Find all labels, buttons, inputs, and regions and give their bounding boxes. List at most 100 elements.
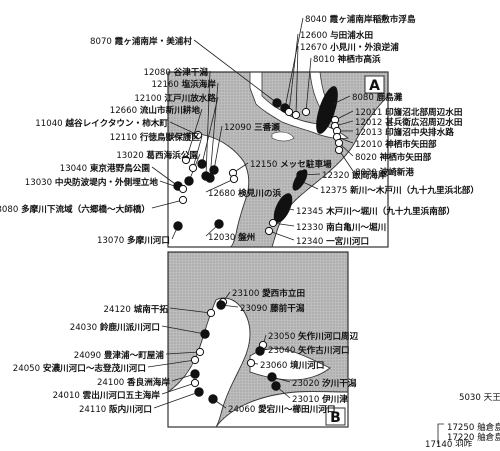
marker-12320 xyxy=(296,170,306,180)
marker-23040 xyxy=(255,346,265,356)
leader-24110 xyxy=(153,391,200,409)
area-8080-kashima xyxy=(316,86,338,134)
marker-24120 xyxy=(206,308,216,318)
label-23060: 23060 境川河口 xyxy=(260,359,324,371)
label-13080: 13080 多摩川下流域（六郷橋〜大師橋） xyxy=(0,203,150,215)
marker-23020 xyxy=(267,372,277,382)
label-12010: 12010 神栖市矢田部 xyxy=(355,138,437,150)
label-24010: 24010 雲出川河口五主海岸 xyxy=(53,389,161,401)
leader-24120 xyxy=(169,307,212,314)
panel-a-frame xyxy=(167,71,389,248)
label-24120: 24120 城南干拓 xyxy=(104,303,169,315)
label-11040: 11040 越谷レイクタウン・柿木町 xyxy=(35,117,168,129)
leader-8040 xyxy=(284,17,304,109)
label-12320: 12320 飯岡海岸 xyxy=(322,169,387,181)
marker-12100 xyxy=(197,159,207,169)
leader-12340 xyxy=(268,230,295,241)
marker-12090 xyxy=(209,165,219,175)
leader-13080 xyxy=(151,199,184,209)
marker-24090 xyxy=(195,347,205,357)
label-24110: 24110 阪内川河口 xyxy=(79,403,152,415)
leader-8070 xyxy=(193,39,278,104)
marker-12680 xyxy=(229,174,239,184)
marker-8070 xyxy=(272,98,282,108)
outside-label-5030: 5030 天王 xyxy=(459,392,500,403)
marker-24110 xyxy=(194,387,204,397)
label-8020: 8020 神栖市矢田部 xyxy=(355,151,432,163)
label-23090: 23090 藤前干潟 xyxy=(240,302,305,314)
leader-12110 xyxy=(192,135,203,169)
marker-12670 xyxy=(291,110,301,120)
marker-12330 xyxy=(268,218,278,228)
leader-11040 xyxy=(169,121,199,136)
label-12160: 12160 塩浜海岸 xyxy=(152,78,217,90)
label-24030: 24030 鈴鹿川派川河口 xyxy=(70,321,160,333)
pacific-ocean-b xyxy=(215,391,349,428)
marker-12160 xyxy=(205,173,215,183)
leader-12680 xyxy=(205,178,235,193)
leader-12345 xyxy=(288,208,295,211)
label-12680: 12680 検見川の浜 xyxy=(208,187,281,199)
marker-8020 xyxy=(334,138,344,148)
label-23020: 23020 汐川干潟 xyxy=(292,377,357,389)
marker-8010 xyxy=(301,107,311,117)
marker-13020 xyxy=(184,176,194,186)
leader-8080 xyxy=(332,95,351,105)
label-12110: 12110 行徳鳥獣保護区 xyxy=(110,131,201,143)
label-13020: 13020 葛西海浜公園 xyxy=(116,149,198,161)
outside-bracket xyxy=(437,423,444,444)
outside-label-17250: 17250 舳倉島 xyxy=(447,421,500,433)
site-markers xyxy=(173,98,344,404)
label-8010: 8010 神栖市高浜 xyxy=(313,53,381,65)
leader-24010 xyxy=(161,382,196,395)
leader-12670 xyxy=(295,45,299,116)
marker-13070 xyxy=(173,221,183,231)
marker-12340 xyxy=(264,226,274,236)
leader-12090 xyxy=(213,125,223,171)
label-13030: 13030 中央防波堤内・外側埋立地 xyxy=(25,176,159,188)
label-12670: 12670 小見川・外浪逆浦 xyxy=(300,41,399,53)
label-8040: 8040 霞ヶ浦南岸稲敷市浮島 xyxy=(305,13,416,25)
label-12011: 12011 印旛沼北部周辺水田 xyxy=(355,106,462,118)
label-12013: 12013 印旛沼中央排水路 xyxy=(355,126,454,138)
marker-12660 xyxy=(181,155,191,165)
marker-24050 xyxy=(190,355,200,365)
label-24050: 24050 安濃川河口〜志登茂川河口 xyxy=(13,362,146,374)
label-8080: 8080 鹿島灘 xyxy=(352,91,403,103)
marker-24030 xyxy=(200,329,210,339)
marker-13030 xyxy=(178,184,188,194)
label-12340: 12340 一宮川河口 xyxy=(296,235,369,247)
label-12012: 12012 甚兵衛広沼周辺水田 xyxy=(355,116,462,128)
leader-12100 xyxy=(201,96,219,165)
marker-12110 xyxy=(188,163,198,173)
label-24090: 24090 豊津浦〜町屋浦 xyxy=(74,349,165,361)
label-24100: 24100 香良洲海岸 xyxy=(97,376,170,388)
marker-24060 xyxy=(208,394,218,404)
area-12345 xyxy=(273,193,293,223)
marker-12600 xyxy=(284,107,294,117)
marker-23010 xyxy=(271,381,281,391)
leader-8010 xyxy=(305,57,312,113)
leader-12375 xyxy=(302,181,319,190)
panel-a-letter: A xyxy=(369,78,380,94)
marker-23090 xyxy=(216,300,226,310)
label-12150: 12150 メッセ駐車場 xyxy=(250,158,332,170)
label-12345: 12345 木戸川〜堀川（九十九里浜南部） xyxy=(296,205,455,217)
leader-12160 xyxy=(209,82,219,179)
label-13040: 13040 東京港野鳥公園 xyxy=(60,162,151,174)
leader-8030 xyxy=(338,149,354,172)
label-8070: 8070 霞ヶ浦南岸・美浦村 xyxy=(90,35,192,47)
leader-12600 xyxy=(288,33,299,113)
marker-8030 xyxy=(334,145,344,155)
label-12600: 12600 与田浦水田 xyxy=(300,29,373,41)
leader-24090 xyxy=(165,351,201,355)
leader-12080 xyxy=(205,70,211,177)
marker-24010 xyxy=(190,378,200,388)
label-12100: 12100 江戸川放水路 xyxy=(134,92,216,104)
marker-12030 xyxy=(214,219,224,229)
label-8030: 8030 波崎新港 xyxy=(355,166,414,178)
outside-label-17140: 17140 羽咋 xyxy=(425,438,473,447)
